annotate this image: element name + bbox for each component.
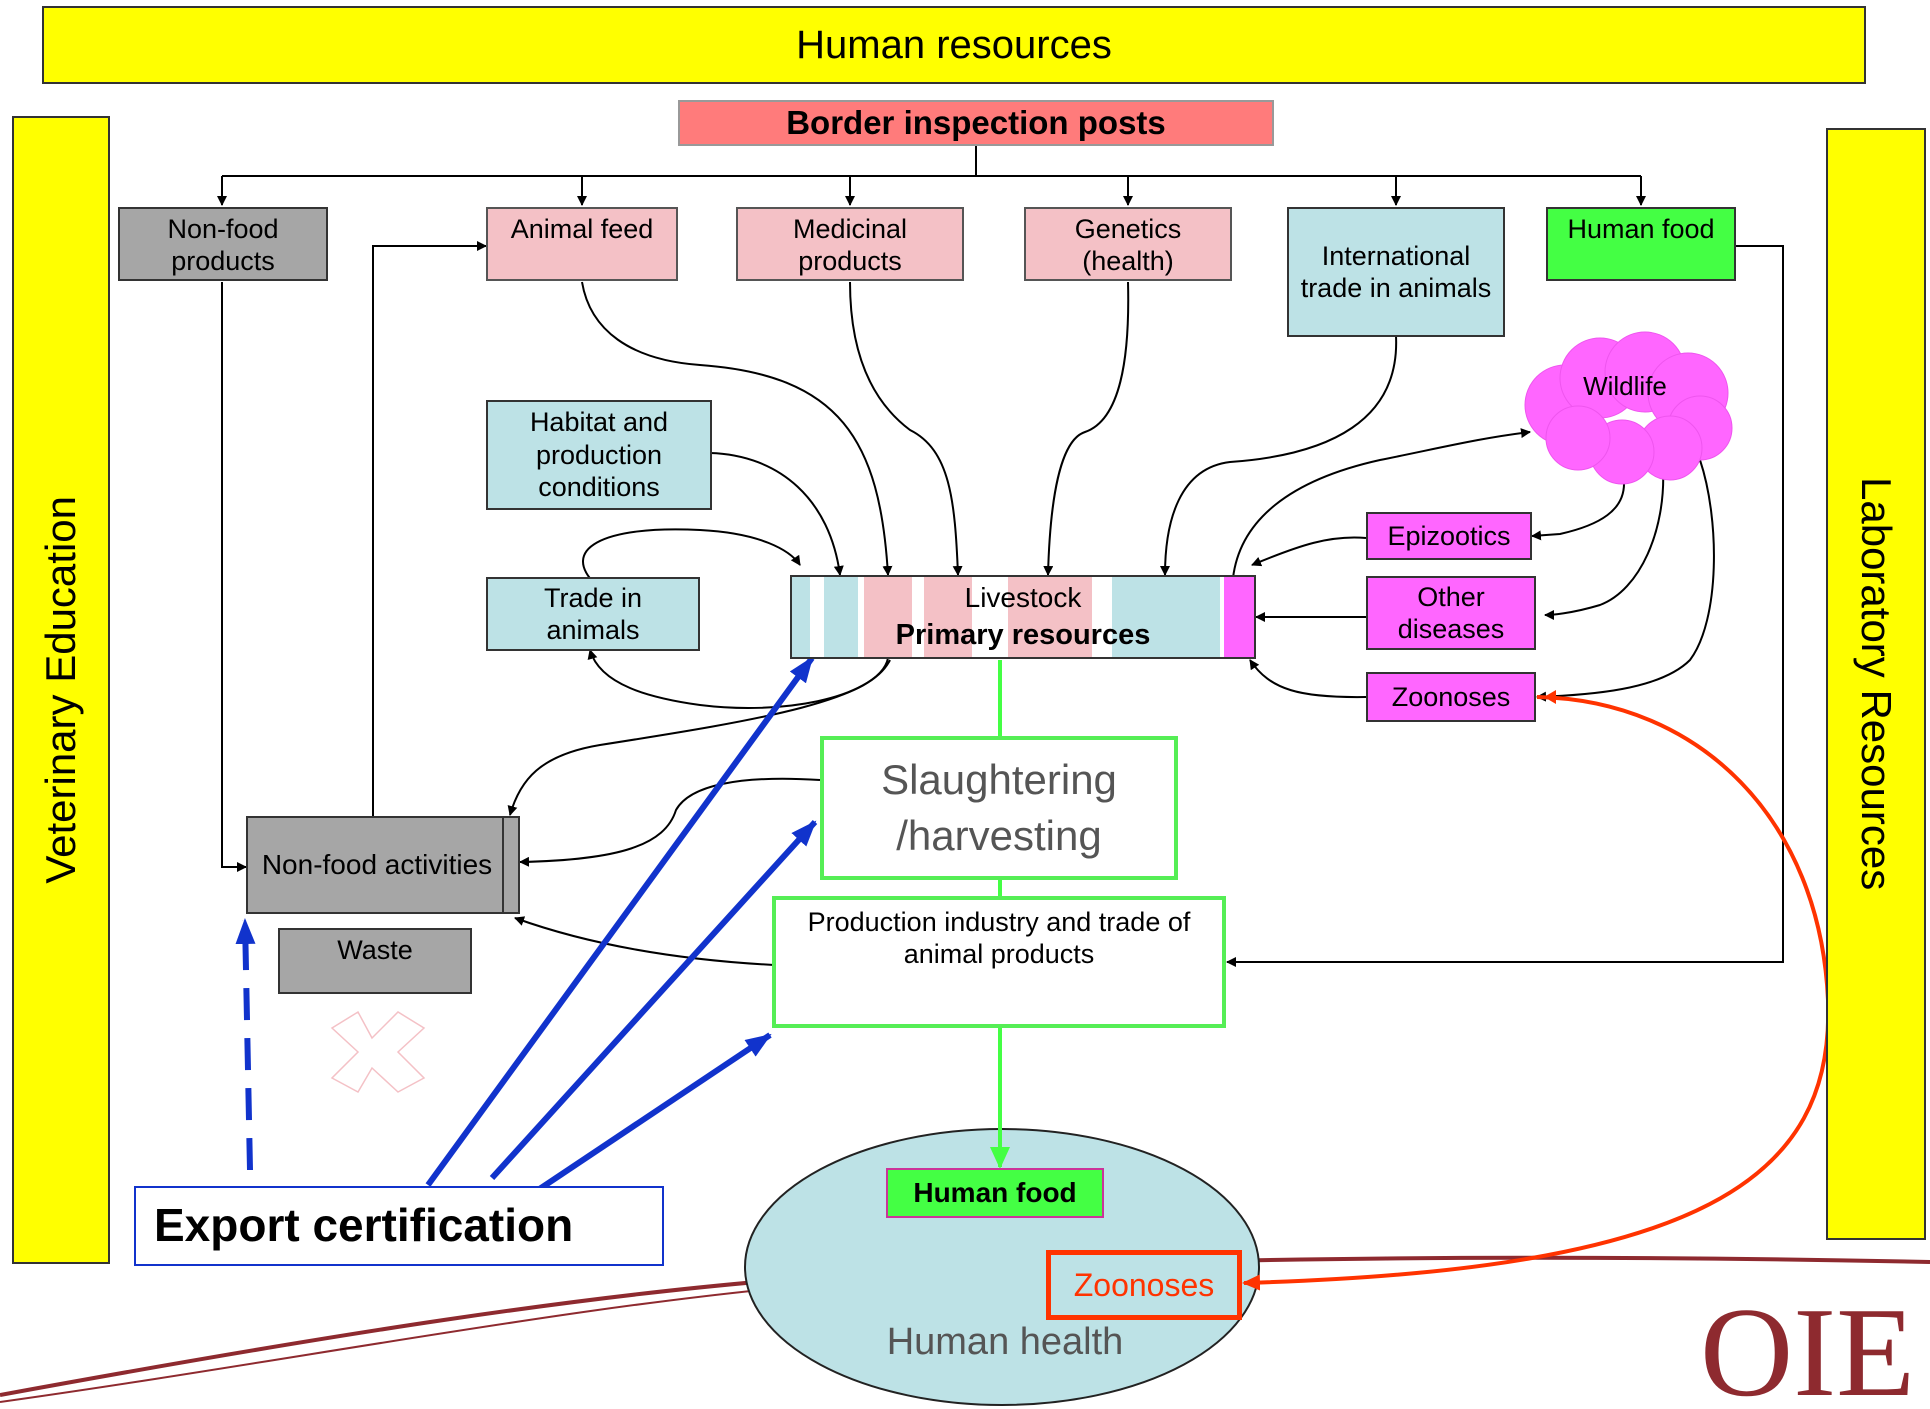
non-food-products-box: Non-food products xyxy=(118,207,328,281)
livestock-label: Livestock xyxy=(964,581,1082,613)
other-diseases-label: Other diseases xyxy=(1397,581,1505,644)
wildlife-label: Wildlife xyxy=(1583,371,1667,402)
human-food-source-box: Human food xyxy=(1546,207,1736,281)
border-distribution-arrows xyxy=(217,144,1646,206)
genetics-box: Genetics (health) xyxy=(1024,207,1232,281)
non-food-activities-label: Non-food activities xyxy=(261,849,493,881)
slaughtering-line1: Slaughtering xyxy=(881,755,1117,803)
slaughtering-line2: /harvesting xyxy=(896,812,1102,859)
zoonoses-disease-label: Zoonoses xyxy=(1391,681,1511,712)
zoonoses-disease-box: Zoonoses xyxy=(1366,672,1536,722)
zoonoses-health-label: Zoonoses xyxy=(1073,1266,1215,1303)
habitat-box: Habitat and production conditions xyxy=(486,400,712,510)
slaughtering-box: Slaughtering /harvesting xyxy=(820,736,1178,880)
trade-in-animals-box: Trade in animals xyxy=(486,577,700,651)
other-diseases-box: Other diseases xyxy=(1366,576,1536,650)
production-industry-label: Production industry and trade of animal … xyxy=(807,907,1191,970)
genetics-label: Genetics (health) xyxy=(1074,214,1182,277)
veterinary-education-bar: Veterinary Education xyxy=(12,116,110,1264)
production-industry-box: Production industry and trade of animal … xyxy=(772,896,1226,1028)
medicinal-products-box: Medicinal products xyxy=(736,207,964,281)
oie-logo-text: OIE xyxy=(1700,1281,1915,1409)
primary-resources-label: Primary resources xyxy=(895,619,1151,652)
laboratory-resources-label: Laboratory Resources xyxy=(1853,477,1901,891)
veterinary-education-label: Veterinary Education xyxy=(36,496,84,884)
international-trade-label: International trade in animals xyxy=(1300,240,1492,303)
non-food-products-label: Non-food products xyxy=(167,214,279,277)
human-health-label-box: Human health xyxy=(860,1318,1150,1368)
zoonoses-arrow xyxy=(1242,695,1831,1291)
epizootics-label: Epizootics xyxy=(1387,520,1511,551)
human-food-source-label: Human food xyxy=(1567,214,1715,244)
human-food-label: Human food xyxy=(913,1177,1077,1209)
epizootics-box: Epizootics xyxy=(1366,512,1532,560)
non-food-activities-box: Non-food activities xyxy=(246,816,520,914)
export-arrows xyxy=(235,656,818,1193)
human-food-box: Human food xyxy=(886,1168,1104,1218)
habitat-label: Habitat and production conditions xyxy=(529,407,669,503)
border-inspection-posts-label: Border inspection posts xyxy=(786,104,1166,142)
faint-cross-mark xyxy=(330,1010,426,1094)
human-resources-bar: Human resources xyxy=(42,6,1866,84)
animal-feed-label: Animal feed xyxy=(510,214,654,244)
waste-box: Waste xyxy=(278,928,472,994)
wildlife-label-box: Wildlife xyxy=(1560,370,1690,404)
oie-logo: OIE xyxy=(1700,1281,1915,1409)
export-certification-label: Export certification xyxy=(154,1199,574,1252)
border-inspection-posts: Border inspection posts xyxy=(678,100,1274,146)
animal-feed-box: Animal feed xyxy=(486,207,678,281)
laboratory-resources-bar: Laboratory Resources xyxy=(1826,128,1926,1240)
wildlife-cloud xyxy=(1524,331,1733,485)
medicinal-products-label: Medicinal products xyxy=(792,214,908,277)
human-resources-label: Human resources xyxy=(796,23,1112,67)
livestock-primary-resources: Livestock Primary resources xyxy=(790,575,1256,659)
export-certification-box: Export certification xyxy=(134,1186,664,1266)
international-trade-box: International trade in animals xyxy=(1287,207,1505,337)
human-health-label: Human health xyxy=(886,1321,1124,1364)
trade-in-animals-label: Trade in animals xyxy=(543,582,643,645)
connector-arrows xyxy=(221,241,1784,967)
zoonoses-health-box: Zoonoses xyxy=(1046,1250,1242,1320)
non-food-activities-divider xyxy=(502,816,504,914)
waste-label: Waste xyxy=(337,935,413,965)
